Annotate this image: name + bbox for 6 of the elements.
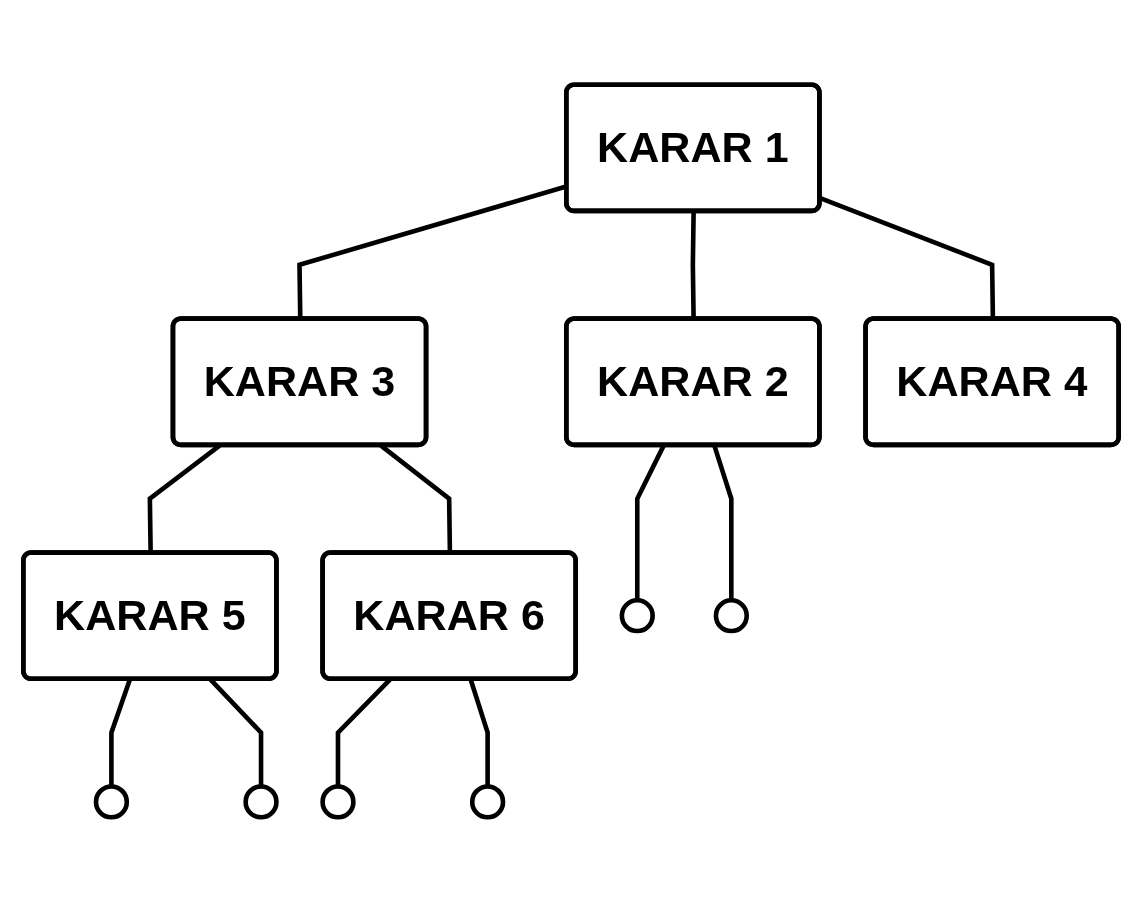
node-circle [93, 783, 130, 820]
node-circle [713, 597, 749, 633]
node-circle [469, 783, 506, 820]
node-circle [243, 783, 279, 820]
node-circle [320, 783, 356, 820]
node-circle [619, 597, 655, 633]
